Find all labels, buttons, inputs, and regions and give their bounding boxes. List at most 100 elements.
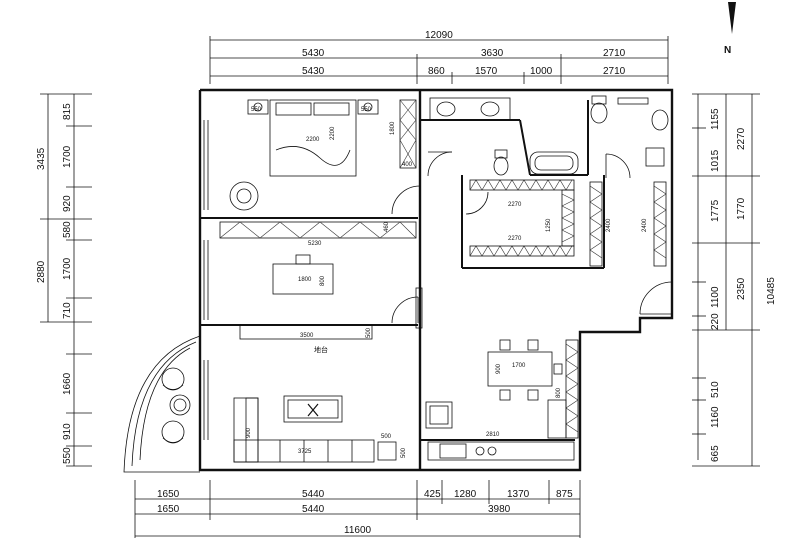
bedroom-armchair (229, 181, 259, 211)
tv-depth: 500 (366, 327, 372, 338)
dim-right-in-0: 1155 (710, 108, 721, 130)
dim-top-r3-0: 5430 (302, 66, 325, 77)
bed-width: 2200 (306, 137, 320, 143)
dim-top-r3-1: 860 (428, 66, 445, 77)
dining-chair-3 (499, 389, 511, 401)
tv-platform: 3500 500 地台 (239, 324, 373, 354)
dim-right-in-4: 220 (710, 313, 721, 330)
right-dimensions (692, 93, 760, 467)
coffee-table (283, 395, 343, 423)
bottom-dimensions (134, 480, 581, 538)
dim-bot-r1-1: 5440 (302, 489, 325, 500)
dim-left-outer-0: 3435 (36, 147, 47, 170)
kitchen-depth: 800 (556, 387, 562, 398)
dining-width: 1700 (512, 363, 526, 369)
sofa-depth: 900 (246, 427, 252, 438)
dim-right-in-3: 1100 (710, 286, 721, 308)
dining-area: 1700 900 (487, 339, 563, 401)
nightstand-left-size: 550 (251, 107, 262, 113)
dim-right-mid-1: 1770 (736, 197, 747, 220)
desk-depth: 800 (320, 275, 326, 286)
dim-left-in-7: 910 (62, 423, 73, 440)
desk-width: 1800 (298, 277, 312, 283)
kitchen-armchair (425, 401, 453, 429)
dining-depth: 900 (496, 363, 502, 374)
north-arrow: N (724, 2, 736, 56)
bed: 2200 2200 (269, 99, 357, 177)
kitchen-width: 2810 (486, 432, 500, 438)
dim-right-in-1: 1015 (710, 149, 721, 172)
closet-e-size: 2400 (642, 218, 648, 232)
dim-bot-r1-5: 875 (556, 489, 573, 500)
entrance-door (639, 281, 673, 315)
dim-bot-total: 11600 (344, 525, 372, 536)
bedroom-wardrobe: 1800 400 (390, 99, 417, 169)
dim-left-in-0: 815 (62, 103, 73, 120)
living-room: 3500 500 地台 3725 900 500 500 (233, 324, 407, 463)
desk: 1800 800 (272, 254, 334, 295)
nightstand-left: 550 (247, 99, 269, 115)
closet-d-size: 2400 (606, 218, 612, 232)
kitchen: 2810 800 (425, 339, 579, 461)
wardrobe-height: 1800 (390, 121, 396, 135)
dim-right-in-2: 1775 (710, 199, 721, 222)
left-dimensions (40, 93, 92, 467)
cabinet-depth: 460 (384, 221, 390, 232)
walk-in-closet: 2270 2270 1250 2400 2400 (465, 179, 667, 267)
bedroom-door (391, 185, 421, 215)
bathroom-2 (590, 95, 669, 179)
dim-bot-r1-2: 425 (424, 489, 441, 500)
top-dimensions (209, 36, 669, 84)
interior-walls (200, 100, 605, 441)
toilet-2 (590, 95, 608, 124)
dining-chair-4 (527, 389, 539, 401)
dim-top-r2-2: 2710 (603, 48, 626, 59)
bathroom-1-door (427, 151, 453, 177)
dim-bot-r2-2: 3980 (488, 504, 511, 515)
dim-right-total: 10485 (766, 277, 777, 305)
closet-door (465, 191, 489, 215)
sofa-width: 3725 (298, 449, 312, 455)
dining-chair-5 (553, 363, 563, 375)
ottoman-depth: 500 (401, 447, 407, 458)
dim-left-in-6: 1660 (62, 372, 73, 395)
study-door (391, 287, 423, 329)
dim-left-in-1: 1700 (62, 145, 73, 168)
balcony-table (169, 394, 191, 416)
toilet-1 (493, 149, 509, 176)
tv-width: 3500 (300, 333, 314, 339)
balcony (123, 335, 201, 473)
dim-left-in-3: 580 (62, 221, 73, 238)
dim-right-mid-2: 2350 (736, 277, 747, 300)
dim-top-r3-3: 1000 (530, 66, 553, 77)
dim-left-in-2: 920 (62, 195, 73, 212)
dining-chair-1 (499, 339, 511, 351)
dim-left-in-4: 1700 (62, 257, 73, 280)
bathroom-1 (427, 97, 579, 177)
dim-left-in-5: 710 (62, 302, 73, 319)
study-room: 5230 460 1800 800 (219, 221, 423, 329)
dim-left-in-8: 550 (62, 447, 73, 464)
wardrobe-depth: 400 (402, 162, 413, 168)
dim-bot-r2-1: 5440 (302, 504, 325, 515)
dim-bot-r1-3: 1280 (454, 489, 477, 500)
dim-bot-r2-0: 1650 (157, 504, 180, 515)
ottoman-width: 500 (381, 434, 392, 440)
bathroom-2-door (605, 153, 631, 179)
dim-right-in-5: 510 (710, 381, 721, 398)
dim-bot-r1-4: 1370 (507, 489, 530, 500)
closet-b-size: 2270 (508, 236, 522, 242)
dim-top-r2-0: 5430 (302, 48, 325, 59)
balcony-chair-2 (161, 420, 185, 444)
dim-bot-r1-0: 1650 (157, 489, 180, 500)
dim-top-total: 12090 (425, 30, 453, 41)
tv-platform-note: 地台 (314, 345, 328, 354)
dim-right-mid-0: 2270 (736, 127, 747, 150)
nightstand-right-size: 550 (361, 107, 372, 113)
bathtub (529, 151, 579, 175)
sofa: 3725 900 (233, 397, 375, 463)
dim-right-in-6: 1160 (710, 406, 721, 428)
closet-a-size: 2270 (508, 202, 522, 208)
master-bedroom: 2200 2200 550 550 1800 400 (229, 99, 421, 215)
